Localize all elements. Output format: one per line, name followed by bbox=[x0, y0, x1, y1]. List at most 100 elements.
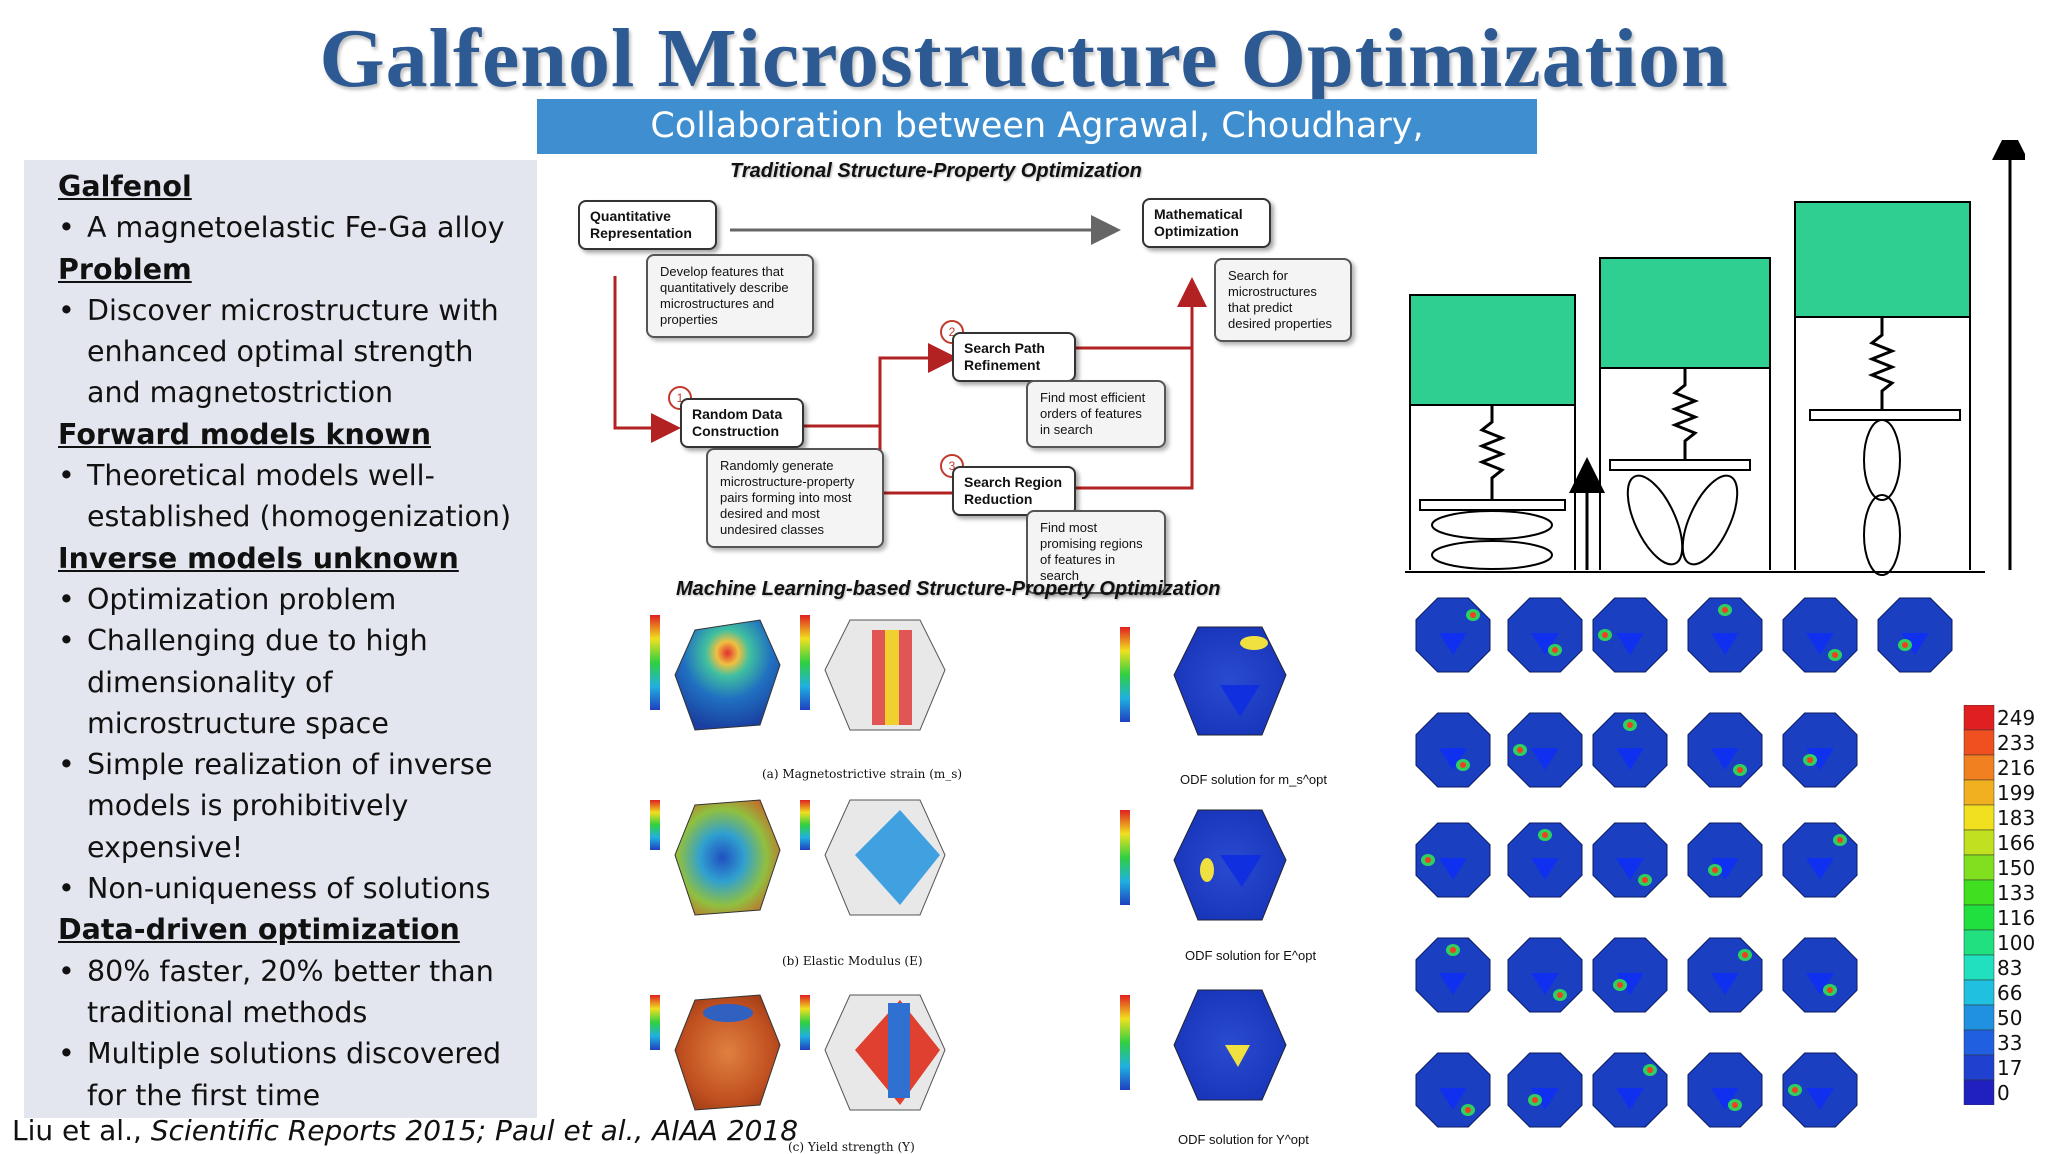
random-box: Random Data Construction bbox=[680, 398, 804, 448]
quantitative-box: Quantitative Representation bbox=[578, 200, 717, 250]
mesh-c-blue bbox=[888, 1003, 910, 1098]
row-a bbox=[650, 615, 946, 731]
odf-caption-c: ODF solution for Y^opt bbox=[1178, 1132, 1309, 1147]
section-heading: Data-driven optimization bbox=[58, 913, 460, 947]
section-heading: Forward models known bbox=[58, 417, 431, 451]
legend-value: 17 bbox=[1997, 1055, 2023, 1080]
bullet-item: A magnetoelastic Fe-Ga alloy bbox=[58, 207, 528, 249]
ml-figures bbox=[650, 615, 946, 731]
spring-3 bbox=[1867, 317, 1897, 410]
legend-value: 50 bbox=[1997, 1005, 2023, 1030]
odf-sphere bbox=[1687, 1052, 1763, 1128]
caption-a: (a) Magnetostrictive strain (m_s) bbox=[762, 767, 963, 781]
spring-2 bbox=[1670, 368, 1700, 460]
colorbar-c1 bbox=[650, 995, 660, 1050]
spring-diagram bbox=[1405, 140, 2025, 576]
legend-value: 199 bbox=[1997, 780, 2036, 805]
row-a-odf bbox=[1120, 626, 1287, 736]
odf-sphere bbox=[1507, 597, 1583, 673]
legend-value: 249 bbox=[1997, 705, 2036, 730]
green-block-1 bbox=[1409, 294, 1576, 406]
odf-sphere bbox=[1415, 1052, 1491, 1128]
legend-value: 233 bbox=[1997, 730, 2036, 755]
legend-swatch bbox=[1963, 804, 1995, 831]
citation-journal: Scientific Reports 2015; Paul et al., AI… bbox=[150, 1114, 799, 1147]
legend-swatch bbox=[1963, 1079, 1995, 1105]
sphere-a1 bbox=[674, 619, 781, 731]
legend-value: 83 bbox=[1997, 955, 2023, 980]
section-heading: Galfenol bbox=[58, 170, 192, 203]
section-heading: Inverse models unknown bbox=[58, 541, 459, 575]
mesh-b-blue bbox=[855, 810, 940, 905]
math-note: Search for microstructures that predict … bbox=[1214, 258, 1352, 342]
search-path-box: Search Path Refinement bbox=[952, 332, 1076, 382]
odf-sphere bbox=[1592, 822, 1668, 898]
legend-value: 100 bbox=[1997, 930, 2036, 955]
citation-authors: Liu et al., bbox=[12, 1114, 151, 1147]
odf-sphere bbox=[1592, 937, 1668, 1013]
legend-value: 33 bbox=[1997, 1030, 2023, 1055]
colorbar-a2 bbox=[800, 615, 810, 710]
legend-value: 133 bbox=[1997, 880, 2036, 905]
arrow-path-to-math bbox=[1060, 277, 1207, 350]
odf-sphere bbox=[1782, 822, 1858, 898]
caption-b: (b) Elastic Modulus (E) bbox=[782, 954, 923, 968]
odf-hotspot-c bbox=[1225, 1045, 1250, 1067]
odf-sphere bbox=[1687, 937, 1763, 1013]
collaboration-banner: Collaboration between Agrawal, Choudhary… bbox=[537, 99, 1537, 201]
legend-value: 150 bbox=[1997, 855, 2036, 880]
legend-swatch bbox=[1963, 929, 1995, 956]
mesh-a-yellow bbox=[885, 630, 899, 725]
colorbar-b1 bbox=[650, 800, 660, 850]
bullet-item: Theoretical models well-established (hom… bbox=[58, 455, 528, 538]
legend-value: 116 bbox=[1997, 905, 2036, 930]
legend-value: 216 bbox=[1997, 755, 2036, 780]
row-c bbox=[650, 989, 1287, 1111]
colorbar-b3 bbox=[1120, 810, 1130, 905]
odf-sphere bbox=[1415, 712, 1491, 788]
arrow-region-to-math bbox=[1060, 348, 1194, 490]
legend-swatch bbox=[1963, 979, 1995, 1006]
green-block-3 bbox=[1794, 201, 1971, 318]
odf-sphere bbox=[1687, 822, 1763, 898]
arrow-to-random bbox=[613, 276, 681, 443]
sphere-b1 bbox=[674, 799, 781, 916]
odf-sphere bbox=[1782, 937, 1858, 1013]
legend-swatch bbox=[1963, 729, 1995, 756]
left-text-panel: GalfenolA magnetoelastic Fe-Ga alloyProb… bbox=[24, 160, 537, 1118]
legend-swatch bbox=[1963, 854, 1995, 881]
odf-sphere-a bbox=[1173, 626, 1287, 736]
odf-caption-a: ODF solution for m_s^opt bbox=[1180, 772, 1327, 787]
odf-caption-b: ODF solution for E^opt bbox=[1185, 948, 1317, 963]
search-region-box: Search Region Reduction bbox=[952, 466, 1076, 516]
colorbar-b2 bbox=[800, 800, 810, 850]
odf-sphere bbox=[1507, 712, 1583, 788]
odf-triangle-a bbox=[1220, 685, 1260, 717]
random-note: Randomly generate microstructure-propert… bbox=[706, 448, 884, 548]
odf-triangle-b bbox=[1220, 855, 1262, 887]
odf-hotspot-b bbox=[1200, 858, 1214, 882]
ml-figures-main bbox=[650, 626, 1287, 1111]
legend-swatch bbox=[1963, 904, 1995, 931]
traditional-flowchart: Traditional Structure-Property Optimizat… bbox=[560, 158, 1370, 594]
legend-value: 183 bbox=[1997, 805, 2036, 830]
arrow-to-path bbox=[800, 343, 958, 428]
slide-title: Galfenol Microstructure Optimization bbox=[319, 12, 1729, 105]
sphere-c1-cap bbox=[703, 1004, 753, 1022]
legend-swatch bbox=[1963, 1054, 1995, 1081]
odf-sphere bbox=[1687, 712, 1763, 788]
odf-sphere bbox=[1782, 1052, 1858, 1128]
odf-sphere bbox=[1415, 822, 1491, 898]
colorbar-c3 bbox=[1120, 995, 1130, 1090]
legend-swatch bbox=[1963, 1029, 1995, 1056]
colorbar-c2 bbox=[800, 995, 810, 1050]
odf-sphere bbox=[1415, 597, 1491, 673]
legend-swatch bbox=[1963, 879, 1995, 906]
legend-swatch bbox=[1963, 1004, 1995, 1031]
odf-sphere bbox=[1877, 597, 1953, 673]
sphere-c1 bbox=[674, 994, 781, 1111]
bullet-item: 80% faster, 20% better than traditional … bbox=[58, 951, 528, 1034]
odf-sphere bbox=[1507, 937, 1583, 1013]
legend-colorbar bbox=[1963, 705, 1995, 1105]
